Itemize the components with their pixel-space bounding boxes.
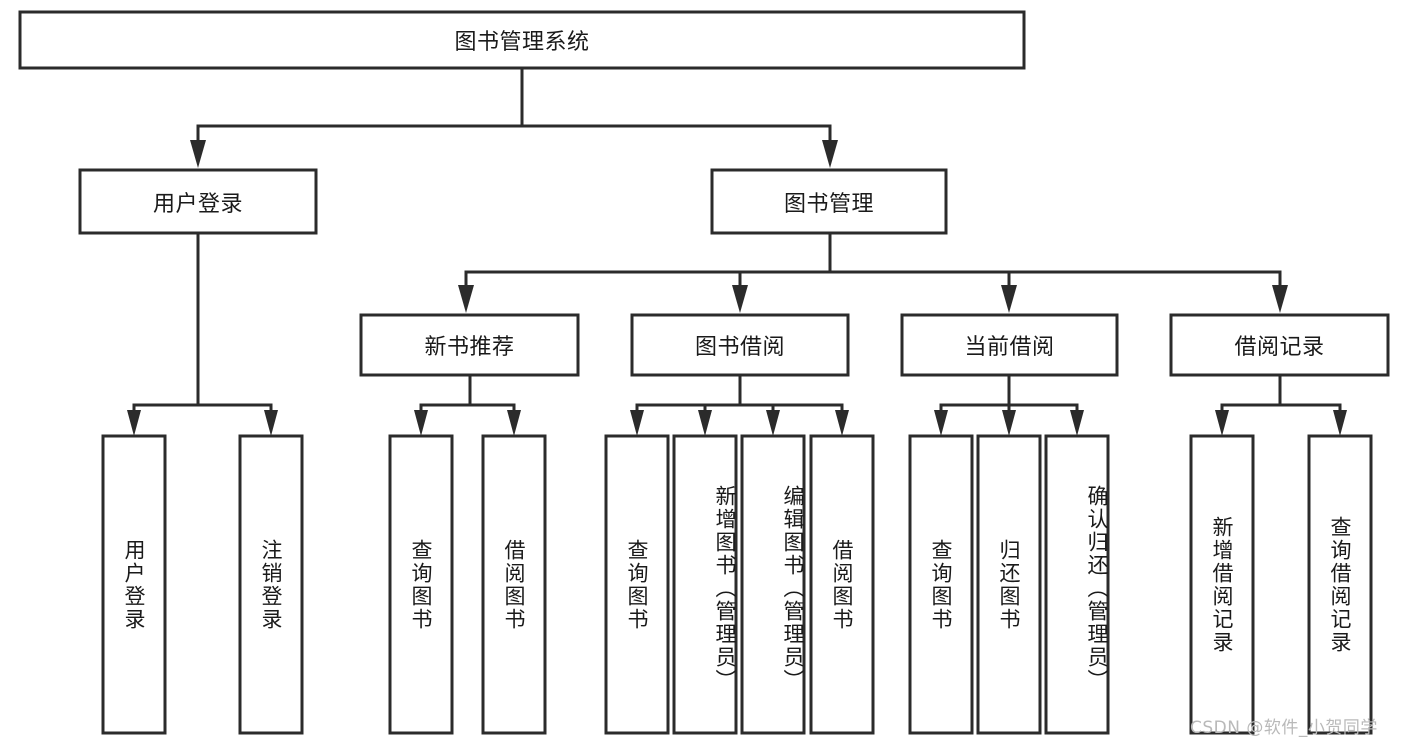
arrow-head-leaf-query-book-2	[630, 410, 644, 436]
node-box-book-borrow[interactable]	[630, 313, 850, 377]
arrow-head-leaf-query-book-3	[934, 410, 948, 436]
connectors-book-borrow-to-leaves	[630, 373, 849, 436]
arrow-head-leaf-add-book	[698, 410, 712, 436]
node-box-leaf-logout[interactable]	[238, 434, 304, 735]
arrow-head-leaf-edit-book	[766, 410, 780, 436]
node-box-user-login[interactable]	[78, 168, 318, 235]
arrow-head-borrow-record	[1272, 285, 1288, 313]
node-box-book-manage[interactable]	[710, 168, 948, 235]
node-box-new-book-rec[interactable]	[359, 313, 580, 377]
node-box-leaf-confirm-return[interactable]	[1044, 434, 1110, 735]
arrow-head-book-borrow	[732, 285, 748, 313]
node-box-leaf-query-book-3[interactable]	[908, 434, 974, 735]
connectors-new-book-rec-to-leaves	[414, 373, 521, 436]
arrow-head-leaf-logout	[264, 410, 278, 436]
arrow-head-book-manage	[822, 140, 838, 168]
arrow-head-leaf-confirm-return	[1070, 410, 1084, 436]
arrow-head-leaf-borrow-book-1	[507, 410, 521, 436]
arrow-head-user-login	[190, 140, 206, 168]
connectors-root-to-level2	[190, 66, 838, 168]
arrow-head-leaf-query-book-1	[414, 410, 428, 436]
node-box-leaf-edit-book[interactable]	[740, 434, 806, 735]
arrow-head-new-book-rec	[458, 285, 474, 313]
arrow-head-leaf-add-record	[1215, 410, 1229, 436]
node-box-leaf-return-book[interactable]	[976, 434, 1042, 735]
node-box-leaf-add-record[interactable]	[1189, 434, 1255, 735]
node-box-root[interactable]	[18, 10, 1026, 70]
node-box-leaf-borrow-book-2[interactable]	[809, 434, 875, 735]
node-box-leaf-query-book-1[interactable]	[388, 434, 454, 735]
arrow-head-leaf-user-login	[127, 410, 141, 436]
arrow-head-leaf-query-record	[1333, 410, 1347, 436]
node-box-borrow-record[interactable]	[1169, 313, 1390, 377]
connectors-book-manage-to-level3	[458, 231, 1288, 313]
connectors-borrow-record-to-leaves	[1215, 373, 1347, 436]
node-box-leaf-query-book-2[interactable]	[604, 434, 670, 735]
node-box-leaf-user-login[interactable]	[101, 434, 167, 735]
node-box-leaf-borrow-book-1[interactable]	[481, 434, 547, 735]
node-box-leaf-add-book[interactable]	[672, 434, 738, 735]
arrow-head-leaf-return-book	[1002, 410, 1016, 436]
arrow-head-leaf-borrow-book-2	[835, 410, 849, 436]
connectors-user-login-to-leaves	[127, 231, 278, 436]
connectors-current-borrow-to-leaves	[934, 373, 1084, 436]
arrow-head-current-borrow	[1001, 285, 1017, 313]
node-box-leaf-query-record[interactable]	[1307, 434, 1373, 735]
node-box-current-borrow[interactable]	[900, 313, 1119, 377]
